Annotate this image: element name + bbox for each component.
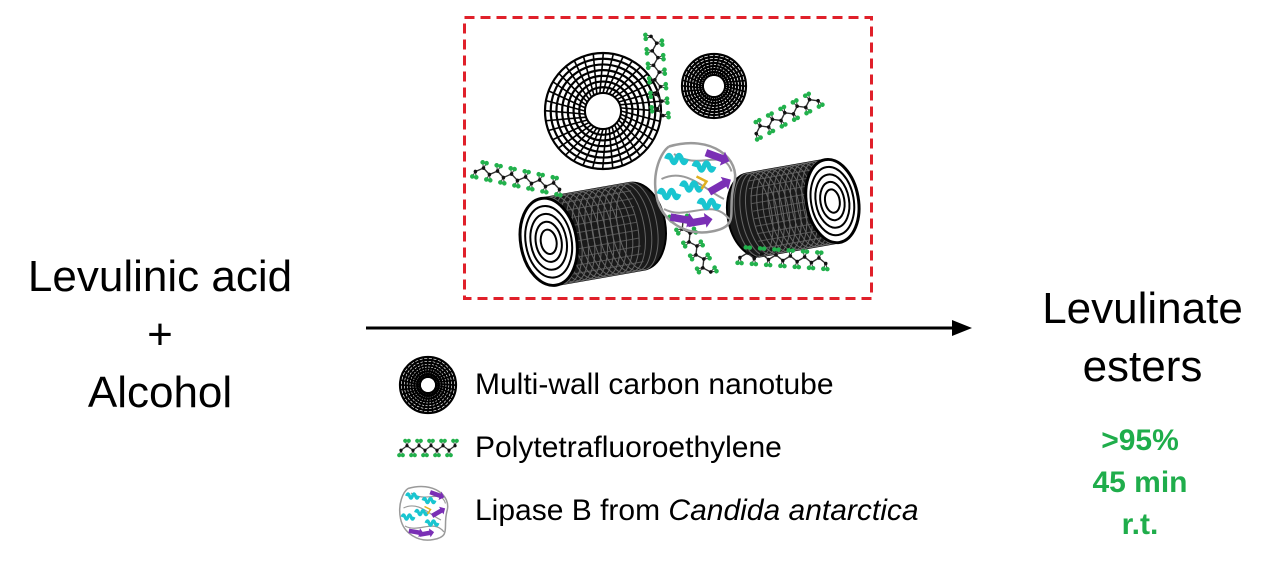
legend-label-enzyme-species: Candida antarctica	[668, 494, 919, 527]
legend-item-ptfe: Polytetrafluoroethylene	[392, 418, 1012, 478]
nanotube-end-large	[543, 51, 663, 171]
enzyme-icon	[399, 485, 449, 541]
legend-label-ptfe: Polytetrafluoroethylene	[475, 431, 782, 464]
plus-sign: +	[147, 310, 173, 359]
product: Levulinate esters	[1020, 280, 1265, 396]
nanotube-side-right	[726, 157, 861, 258]
legend-item-nanotube: Multi-wall carbon nanotube	[392, 355, 1012, 415]
reactant-2: Alcohol	[87, 368, 233, 417]
temperature-value: r.t.	[1121, 508, 1159, 541]
ptfe-chain-icon	[397, 438, 459, 458]
catalyst-illustration	[463, 16, 873, 300]
legend-label-enzyme-prefix: Lipase B from	[475, 494, 669, 527]
reactants: Levulinic acid + Alcohol	[0, 248, 320, 422]
legend-item-enzyme: Lipase B from Candida antarctica	[392, 481, 1012, 541]
ptfe-chain-left	[470, 160, 563, 198]
ptfe-chain-top	[643, 32, 671, 120]
ptfe-chain-right-top	[753, 91, 825, 142]
product-line-2: esters	[1082, 342, 1203, 391]
legend-nanotube-shape	[398, 355, 458, 415]
reactant-1: Levulinic acid	[27, 252, 293, 301]
reaction-arrow	[366, 320, 972, 336]
nanotube-icon	[398, 355, 458, 415]
nanotube-end-small	[680, 52, 748, 120]
legend-enzyme-shape	[399, 485, 449, 541]
legend-ptfe-shape	[397, 438, 459, 458]
lipase-enzyme	[654, 141, 737, 234]
yield-value: >95%	[1101, 424, 1179, 457]
ptfe-chain-bottom-right	[735, 245, 830, 272]
product-line-1: Levulinate	[1042, 284, 1243, 333]
time-value: 45 min	[1092, 466, 1188, 499]
legend-label-enzyme: Lipase B from Candida antarctica	[475, 481, 919, 541]
legend-label-nanotube: Multi-wall carbon nanotube	[475, 368, 834, 401]
reaction-conditions: >95% 45 min r.t.	[1055, 420, 1225, 546]
nanotube-side-left	[518, 181, 667, 287]
